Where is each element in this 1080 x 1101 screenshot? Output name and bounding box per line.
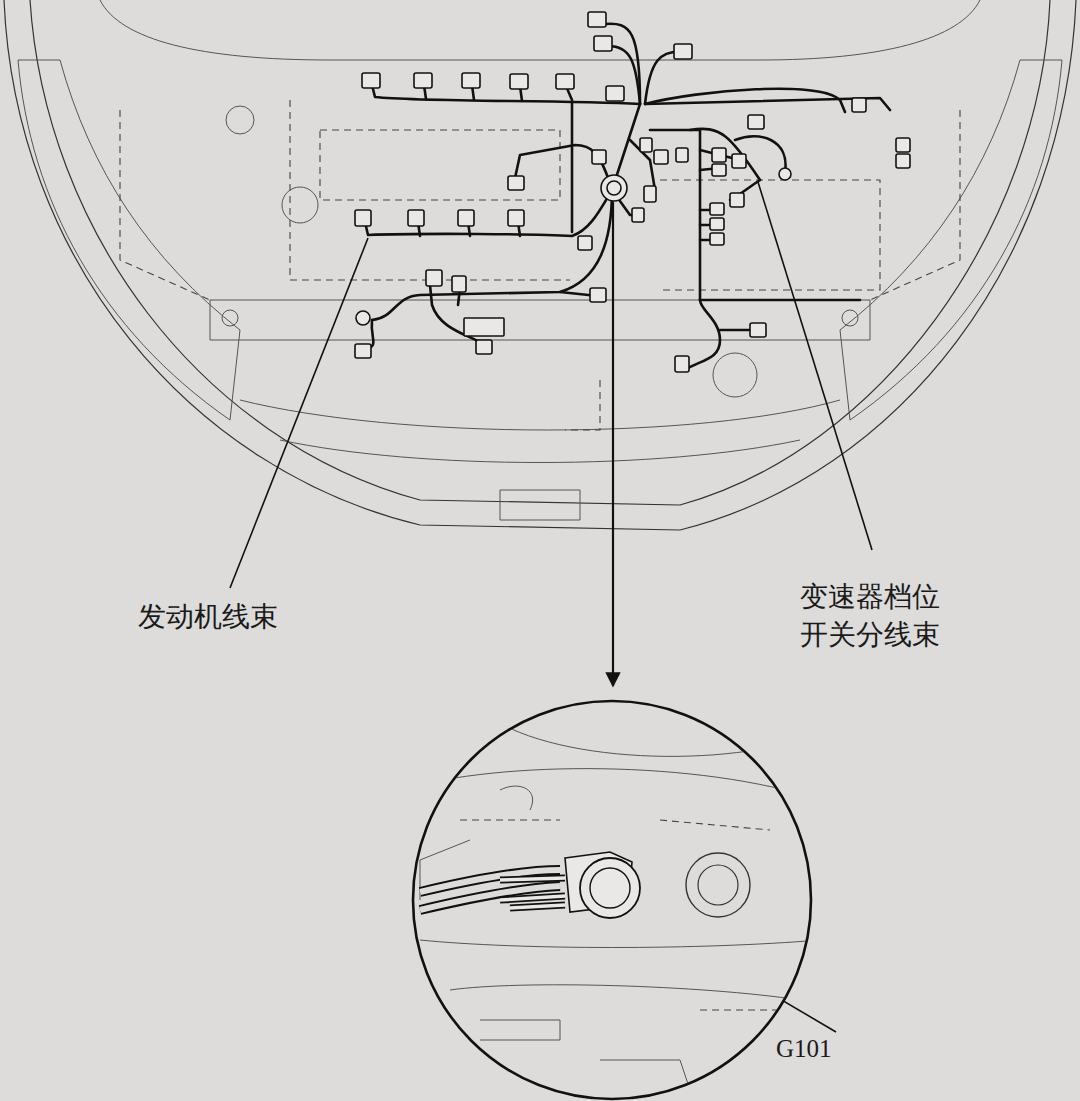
- wire-harness: [365, 190, 612, 236]
- connector: [356, 311, 370, 325]
- connector: [476, 340, 492, 354]
- car-body: [120, 110, 210, 300]
- connector: [896, 154, 910, 168]
- connector: [710, 218, 724, 230]
- car-body: [320, 130, 560, 200]
- connector: [644, 186, 656, 202]
- wire-harness: [372, 190, 612, 320]
- connector: [578, 236, 592, 250]
- connector: [355, 12, 910, 372]
- car-body: [280, 440, 800, 463]
- car-body: [660, 180, 880, 290]
- connector: [414, 73, 432, 88]
- connector: [426, 270, 442, 286]
- detail-view: [480, 1020, 560, 1040]
- harness-label: 发动机线束: [138, 598, 328, 636]
- leader-line: [758, 182, 872, 550]
- connector: [748, 115, 764, 129]
- connector: [601, 175, 627, 201]
- car-body: [290, 100, 570, 280]
- car-body: [500, 490, 580, 520]
- connector: [592, 150, 606, 164]
- connector: [674, 44, 692, 59]
- detail-view: [420, 940, 820, 948]
- car-body: [282, 187, 318, 223]
- leader-line: [612, 202, 614, 686]
- car-body: [226, 106, 254, 134]
- detail-view: [590, 868, 630, 908]
- connector: [355, 344, 371, 358]
- connector: [710, 203, 724, 215]
- car-body: [18, 60, 240, 420]
- connector: [594, 36, 612, 51]
- connector: [654, 150, 668, 164]
- detail-view: [580, 858, 640, 918]
- leader-line: [230, 238, 368, 588]
- car-body: [222, 310, 238, 326]
- connector: [462, 73, 480, 88]
- connector: [408, 210, 424, 226]
- car-body: [870, 110, 960, 300]
- detail-view: [400, 700, 820, 1099]
- connector: [852, 98, 866, 112]
- wire-harness: [372, 85, 640, 104]
- car-body: [240, 400, 840, 430]
- detail-view: [686, 853, 750, 917]
- connector: [362, 73, 380, 88]
- connector: [896, 138, 910, 152]
- car-body: [4, 0, 1076, 530]
- connector: [675, 356, 689, 372]
- wire-harness: [685, 300, 720, 370]
- connector: [452, 276, 466, 292]
- car-body: [100, 0, 980, 60]
- car-body: [30, 0, 1050, 505]
- detail-view: [500, 878, 565, 908]
- harness-label: 变速器档位 开关分线束: [800, 578, 960, 654]
- connector: [510, 74, 528, 89]
- connector: [508, 210, 524, 226]
- detail-view: [500, 786, 533, 810]
- car-body: [840, 60, 1062, 420]
- connector: [676, 148, 688, 162]
- connector: [712, 148, 726, 162]
- connector: [508, 176, 524, 190]
- connector: [732, 154, 746, 168]
- car-body: [713, 353, 757, 397]
- detail-view: [470, 700, 800, 756]
- connector: [607, 181, 621, 195]
- detail-view: [450, 985, 800, 1000]
- connector: [355, 210, 371, 226]
- connector: [640, 138, 652, 152]
- car-body: [842, 310, 858, 326]
- wire-harness: [515, 145, 612, 190]
- ground-point-label: G101: [776, 1032, 876, 1066]
- wire-harness: [566, 86, 572, 232]
- connector: [464, 318, 504, 336]
- connector: [779, 168, 791, 180]
- connector: [590, 288, 606, 302]
- detail-view: [700, 1009, 800, 1010]
- detail-view: [698, 865, 738, 905]
- connector: [712, 164, 726, 176]
- detail-view: [500, 878, 565, 908]
- connector: [632, 208, 644, 222]
- car-body: [4, 0, 1076, 530]
- wire-harness: [650, 130, 700, 300]
- detail-view: [413, 701, 811, 1099]
- connector: [588, 12, 606, 27]
- car-body: [565, 380, 600, 430]
- detail-view: [600, 1060, 690, 1090]
- connector: [730, 193, 744, 207]
- wire-harness: [700, 299, 860, 302]
- connector: [606, 86, 624, 101]
- car-body: [210, 300, 870, 340]
- connector: [750, 323, 766, 337]
- wire-harness: [365, 24, 890, 370]
- connector: [556, 74, 574, 89]
- detail-view: [400, 769, 820, 800]
- connector: [710, 233, 724, 245]
- connector: [458, 210, 474, 226]
- detail-view: [460, 820, 770, 830]
